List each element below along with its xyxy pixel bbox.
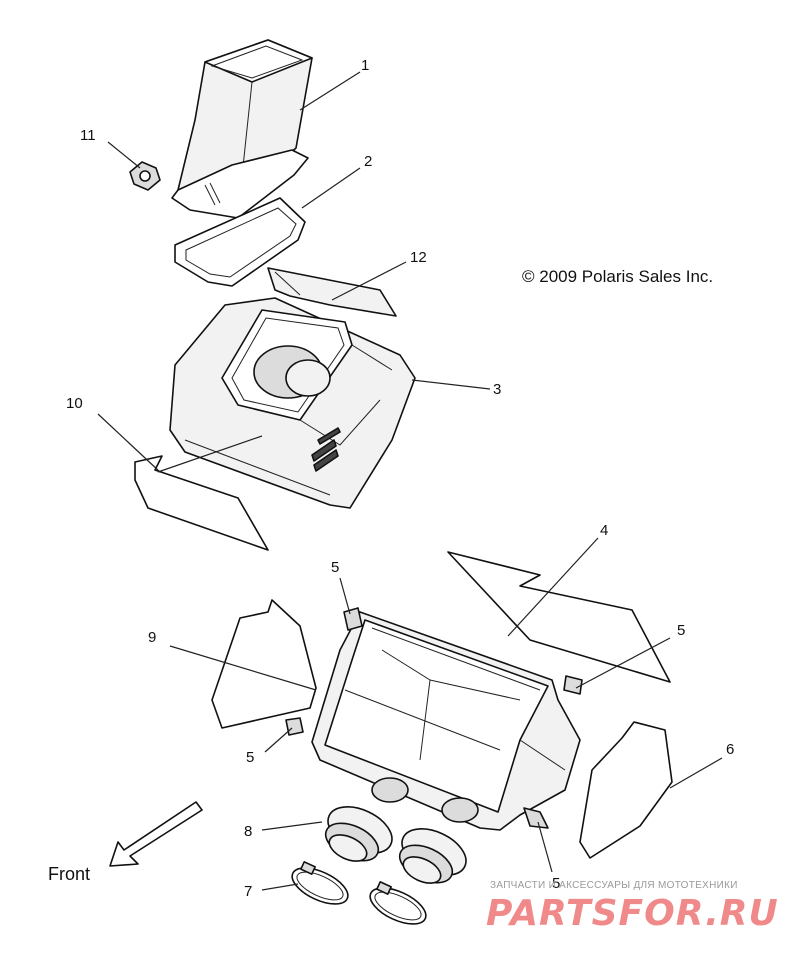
- part-clamp-left: [291, 861, 349, 905]
- part-side-panel-9: [211, 599, 317, 729]
- watermark: ЗАПЧАСТИ И АКСЕССУАРЫ ДЛЯ МОТОТЕХНИКИ PA…: [486, 880, 779, 934]
- part-coupler-left: [324, 806, 393, 862]
- part-gasket: [174, 197, 306, 287]
- part-clamp-right: [369, 881, 427, 925]
- part-coupler-right: [398, 828, 467, 884]
- part-clip-5-right: [563, 675, 583, 695]
- part-intake-duct: [171, 39, 313, 219]
- part-clip-5-left: [285, 717, 304, 736]
- part-clip-5-bottom: [523, 807, 549, 829]
- part-side-panel-6: [579, 721, 673, 859]
- part-filter-sheet: [134, 455, 269, 551]
- callout-12: 12: [410, 249, 427, 266]
- callout-4: 4: [600, 522, 608, 539]
- callout-10: 10: [66, 395, 83, 412]
- watermark-tagline: ЗАПЧАСТИ И АКСЕССУАРЫ ДЛЯ МОТОТЕХНИКИ: [490, 880, 738, 891]
- callout-8: 8: [244, 823, 252, 840]
- callout-2: 2: [364, 153, 372, 170]
- callout-3: 3: [493, 381, 501, 398]
- callout-9: 9: [148, 629, 156, 646]
- callout-5-top: 5: [331, 559, 339, 576]
- leader-lines: [97, 71, 723, 891]
- callout-numbers: 1 2 3 4 5 5 5 5 6 7 8 9 10 11 12: [66, 57, 734, 900]
- part-clip-5-top: [343, 607, 363, 631]
- callout-7: 7: [244, 883, 252, 900]
- callout-1: 1: [361, 57, 369, 74]
- front-arrow-icon: [109, 801, 203, 867]
- copyright-text: © 2009 Polaris Sales Inc.: [522, 267, 713, 286]
- callout-11: 11: [80, 127, 96, 144]
- part-airbox-base: [311, 611, 581, 831]
- part-clip: [129, 161, 161, 191]
- callout-5-right: 5: [677, 622, 685, 639]
- watermark-logo: PARTSFOR.RU: [486, 893, 779, 934]
- callout-5-left: 5: [246, 749, 254, 766]
- part-seal-strip: [267, 267, 397, 317]
- callout-5-bottom: 5: [552, 875, 560, 892]
- part-airbox-cover: [169, 297, 416, 509]
- callout-6: 6: [726, 741, 734, 758]
- part-panel: [447, 551, 671, 683]
- front-label: Front: [48, 864, 90, 884]
